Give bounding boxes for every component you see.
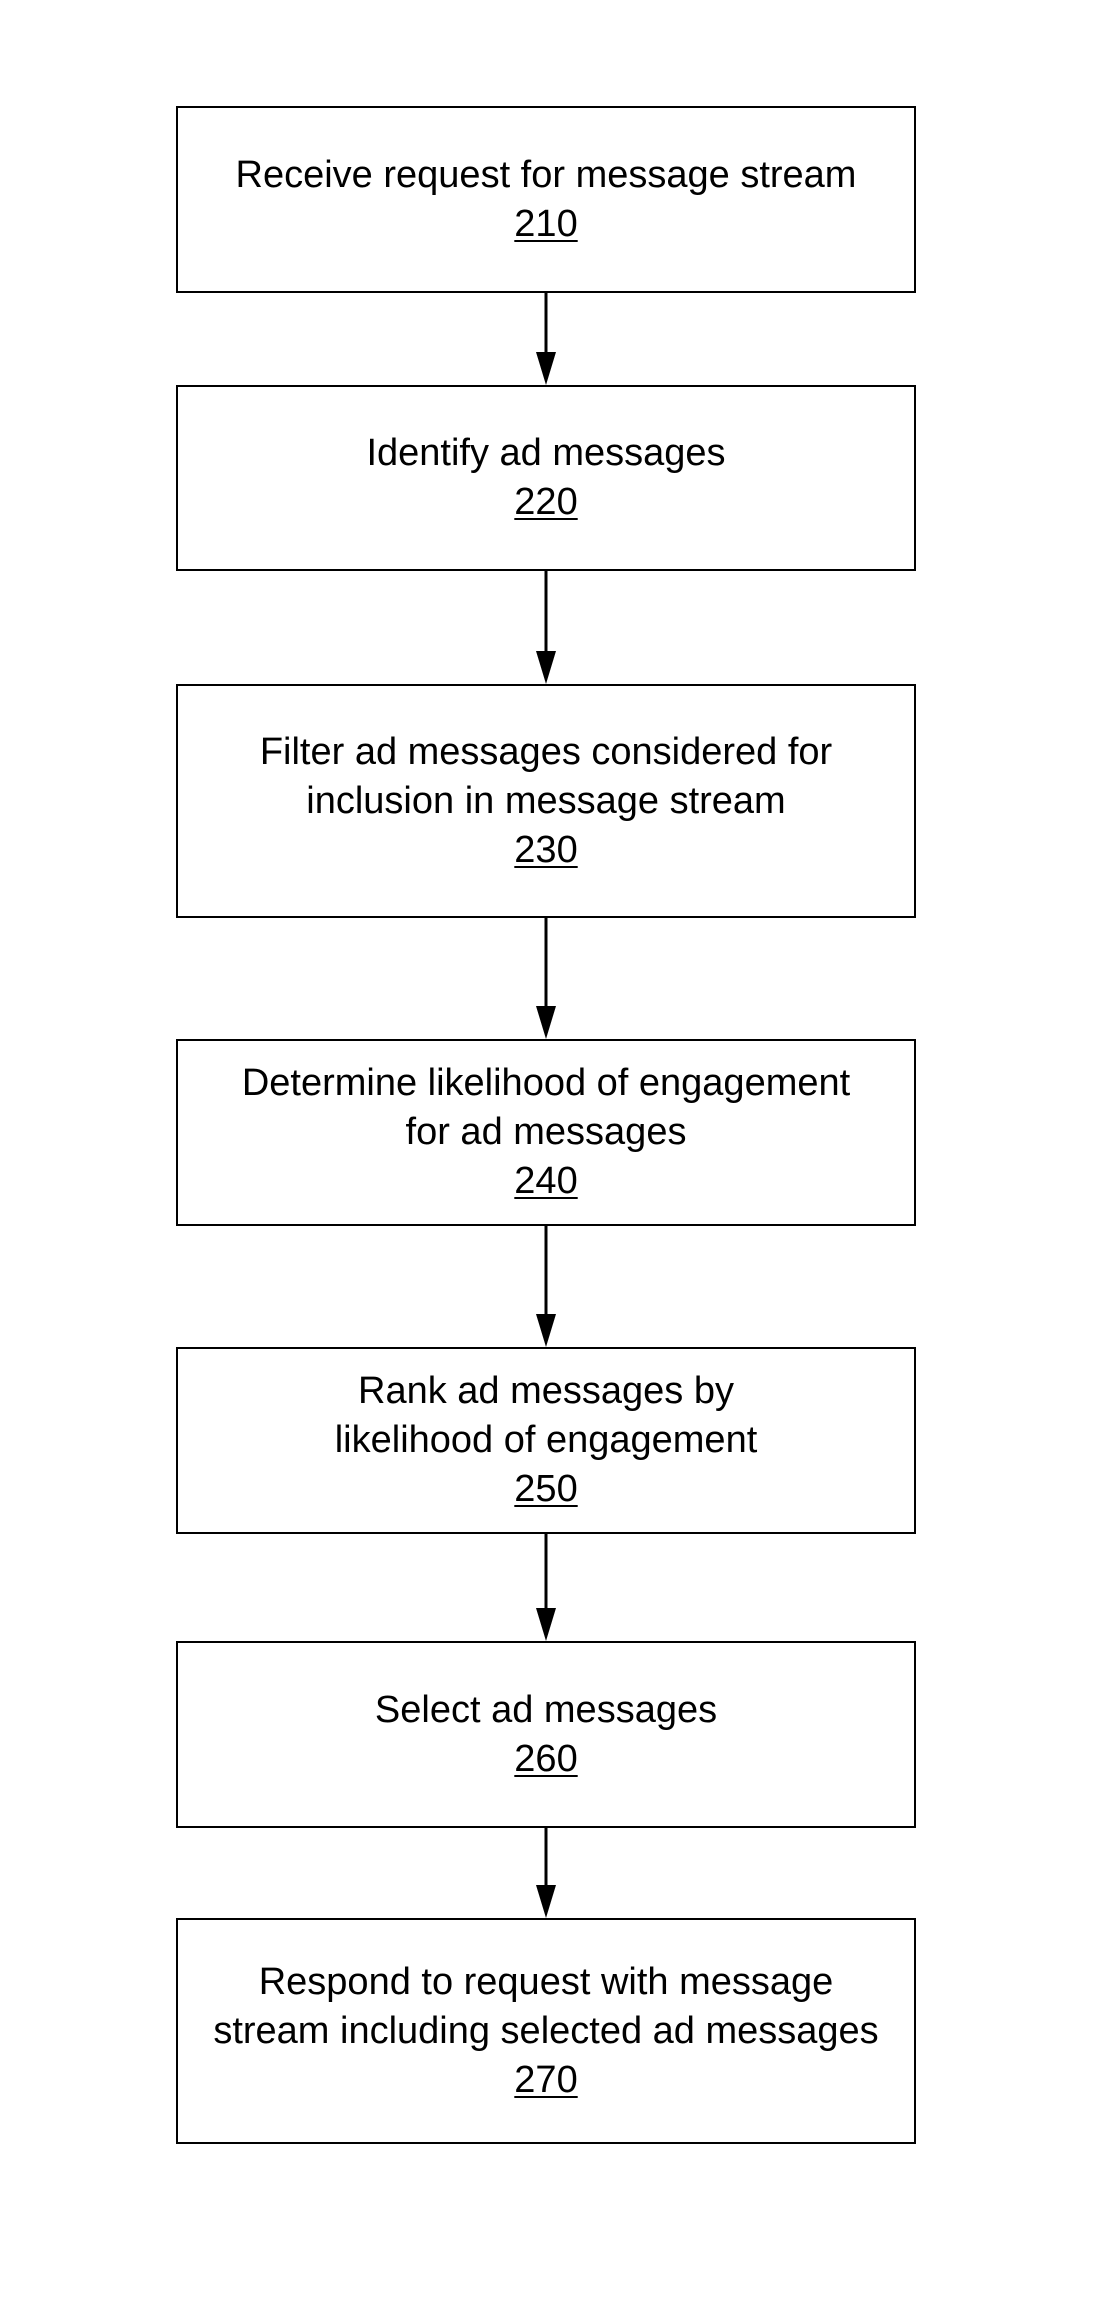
step-reference-number: 240	[514, 1157, 577, 1206]
step-determine-likelihood: Determine likelihood of engagement for a…	[176, 1039, 916, 1226]
step-reference-number: 220	[514, 478, 577, 527]
step-filter-ads: Filter ad messages considered for inclus…	[176, 684, 916, 918]
step-label-line: Determine likelihood of engagement	[242, 1059, 850, 1108]
step-label-line: Select ad messages	[375, 1686, 717, 1735]
step-reference-number: 230	[514, 826, 577, 875]
arrowhead-220	[536, 352, 556, 385]
step-rank-ads: Rank ad messages by likelihood of engage…	[176, 1347, 916, 1534]
step-identify-ads: Identify ad messages 220	[176, 385, 916, 571]
step-reference-number: 210	[514, 200, 577, 249]
step-reference-number: 270	[514, 2056, 577, 2105]
step-receive-request: Receive request for message stream 210	[176, 106, 916, 293]
step-label-line: Respond to request with message	[259, 1958, 834, 2007]
arrowhead-240	[536, 1006, 556, 1039]
arrowhead-230	[536, 651, 556, 684]
arrowhead-250	[536, 1314, 556, 1347]
step-label-line: for ad messages	[406, 1108, 687, 1157]
step-label-line: Receive request for message stream	[236, 151, 857, 200]
step-label-line: inclusion in message stream	[306, 777, 785, 826]
step-label-line: stream including selected ad messages	[213, 2007, 878, 2056]
step-reference-number: 250	[514, 1465, 577, 1514]
step-label-line: Identify ad messages	[366, 429, 725, 478]
arrowhead-260	[536, 1608, 556, 1641]
arrowhead-270	[536, 1885, 556, 1918]
step-select-ads: Select ad messages 260	[176, 1641, 916, 1828]
step-respond-request: Respond to request with message stream i…	[176, 1918, 916, 2144]
step-label-line: Rank ad messages by	[358, 1367, 734, 1416]
step-label-line: likelihood of engagement	[335, 1416, 758, 1465]
step-label-line: Filter ad messages considered for	[260, 728, 832, 777]
step-reference-number: 260	[514, 1735, 577, 1784]
